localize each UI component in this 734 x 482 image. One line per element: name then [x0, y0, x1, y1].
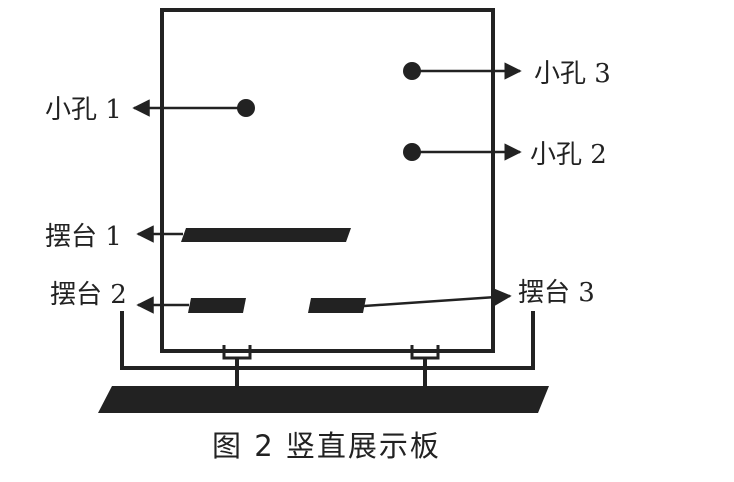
platform-3 [308, 298, 366, 313]
hole-3-label: 小孔 3 [534, 59, 611, 89]
platform-2 [188, 298, 246, 313]
base-plate [98, 386, 549, 413]
platform-1 [181, 228, 351, 242]
platform-1-label: 摆台 1 [45, 222, 122, 252]
platform-3-arrow [363, 288, 512, 308]
platform-3-label: 摆台 3 [518, 278, 595, 308]
display-board [160, 8, 495, 353]
figure-caption: 图 2 竖直展示板 [212, 429, 441, 463]
hole-3-dot [403, 62, 421, 80]
support-frame [120, 311, 535, 370]
hole-1-dot [237, 99, 255, 117]
platform-2-label: 摆台 2 [50, 280, 127, 310]
hole-2-label: 小孔 2 [530, 140, 607, 170]
hole-2-dot [403, 143, 421, 161]
hole-1-label: 小孔 1 [45, 95, 122, 125]
